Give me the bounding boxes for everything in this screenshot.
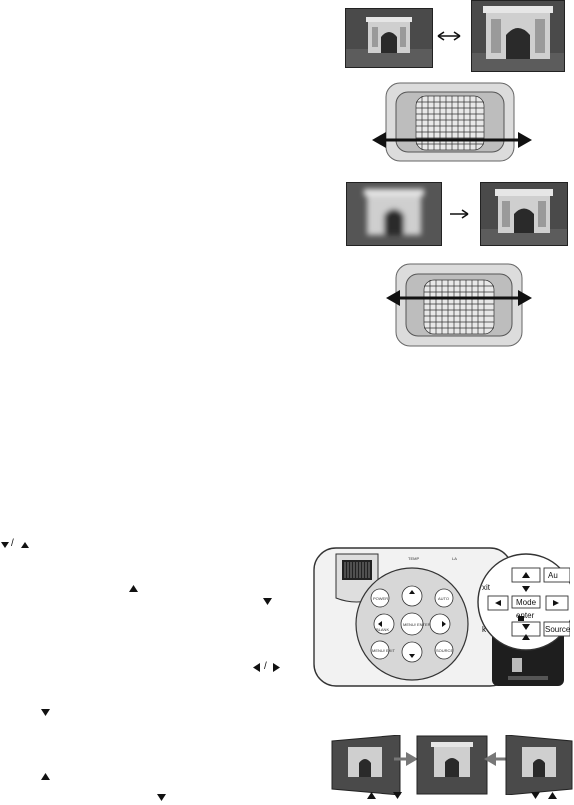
zoom-ring-diagram — [372, 82, 532, 162]
menu-enter-button-label: MENU/ ENTER — [403, 622, 431, 627]
blank-button-label: BLANK — [376, 627, 389, 632]
menu-exit-button-label: MENU/ EXIT — [372, 648, 395, 653]
right-arrow-icon — [450, 209, 469, 219]
temp-label: TEMP — [408, 556, 419, 561]
keystone-photo-right — [504, 734, 574, 796]
triangle-down-icon — [393, 792, 402, 799]
triangle-right-icon — [273, 663, 280, 672]
exit-key-label: xit — [482, 583, 491, 592]
mode-key-label: Mode — [516, 598, 537, 607]
focus-ring-diagram — [386, 263, 532, 347]
power-button-label: POWER — [373, 596, 388, 601]
triangle-down-icon — [41, 709, 50, 716]
triangle-down-icon — [531, 792, 540, 799]
source-button-label: SOURCE — [436, 648, 453, 653]
focus-photo-blurred — [346, 182, 442, 246]
focus-photo-sharp — [480, 182, 568, 246]
triangle-up-icon — [548, 792, 557, 799]
zoom-photo-small — [345, 8, 433, 68]
triangle-up-icon — [41, 773, 50, 780]
keystone-photo-center — [416, 735, 488, 795]
keystone-arrow-right — [394, 752, 418, 766]
triangle-left-icon — [253, 663, 260, 672]
slash-separator: / — [264, 661, 267, 672]
back-key-label: k — [482, 625, 487, 634]
keystone-photo-left — [330, 734, 402, 796]
triangle-down-icon — [1, 542, 9, 548]
zoom-photo-large — [471, 0, 565, 72]
source-key-label: Source — [545, 625, 570, 634]
triangle-up-icon — [21, 542, 29, 548]
auto-key-label: Au — [548, 571, 558, 580]
triangle-down-icon — [157, 794, 166, 801]
triangle-down-icon — [263, 598, 272, 605]
la-label: LA — [452, 556, 457, 561]
projector-keypad-illustration: TEMP LA POWER AUTO BLANK MENU/ ENTER SOU… — [313, 547, 570, 687]
auto-button-label: AUTO — [438, 596, 449, 601]
enter-key-label: enter — [516, 611, 535, 620]
triangle-up-icon — [129, 585, 138, 592]
triangle-up-icon — [367, 792, 376, 799]
slash-separator: / — [11, 538, 14, 549]
double-arrow-icon — [437, 31, 461, 41]
